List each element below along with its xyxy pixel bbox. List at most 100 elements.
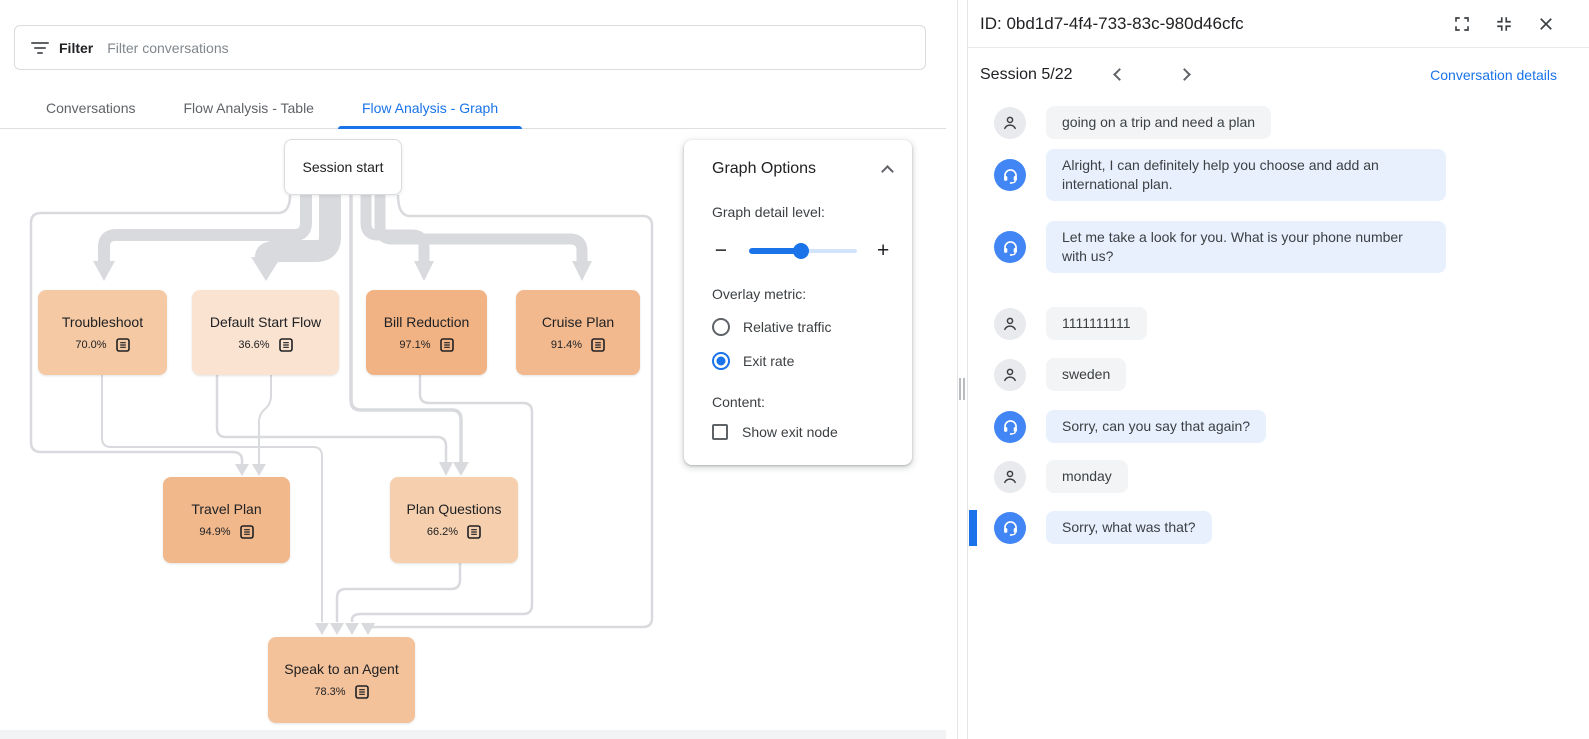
session-navigation: Session 5/22 Conversation details xyxy=(968,48,1589,101)
session-counter: Session 5/22 xyxy=(980,65,1073,83)
list-icon[interactable] xyxy=(439,337,454,352)
conversation-details-link[interactable]: Conversation details xyxy=(1430,66,1557,83)
bottom-scroll-strip xyxy=(0,730,946,739)
graph-options-title: Graph Options xyxy=(712,160,817,177)
conversation-detail-panel: ID: 0bd1d7-4f4-733-83c-980d46cfc Session… xyxy=(968,0,1589,739)
flow-graph-canvas[interactable]: Session start Troubleshoot 70.0% Default… xyxy=(0,129,946,730)
node-exit-rate: 97.1% xyxy=(399,338,431,351)
list-icon[interactable] xyxy=(239,525,254,539)
node-label: Session start xyxy=(302,159,384,175)
show-exit-node-checkbox-row[interactable]: Show exit node xyxy=(712,424,892,440)
filter-conversations-input[interactable] xyxy=(107,39,909,56)
bot-headset-avatar xyxy=(994,410,1026,443)
node-exit-rate: 91.4% xyxy=(550,338,583,351)
overlay-metric-label: Overlay metric: xyxy=(712,286,807,302)
node-exit-rate: 78.3% xyxy=(314,686,346,698)
radio-label: Relative traffic xyxy=(743,319,832,335)
node-exit-rate: 36.6% xyxy=(238,338,270,351)
conversation-header: ID: 0bd1d7-4f4-733-83c-980d46cfc xyxy=(968,0,1589,48)
list-icon[interactable] xyxy=(115,337,130,352)
flow-node-default-start-flow[interactable]: Default Start Flow 36.6% xyxy=(192,290,339,375)
radio-exit-rate[interactable]: Exit rate xyxy=(712,352,892,370)
node-label: Travel Plan xyxy=(191,501,262,517)
message-bubble[interactable]: 1111111111 xyxy=(1046,307,1147,340)
node-label: Cruise Plan xyxy=(541,313,615,330)
slider-minus-button[interactable]: − xyxy=(714,239,727,262)
message-row[interactable]: sweden xyxy=(994,358,1589,391)
list-icon[interactable] xyxy=(591,337,605,352)
radio-label: Exit rate xyxy=(743,353,795,369)
message-bubble[interactable]: Let me take a look for you. What is your… xyxy=(1046,221,1446,273)
message-row[interactable]: monday xyxy=(994,460,1589,493)
resizer-handle-icon[interactable] xyxy=(963,378,965,400)
node-label: Troubleshoot xyxy=(61,313,144,330)
graph-options-panel: Graph Options Graph detail level: − + Ov… xyxy=(684,140,912,465)
close-icon[interactable] xyxy=(1537,15,1555,33)
tab-flow-analysis-graph[interactable]: Flow Analysis - Graph xyxy=(337,88,523,129)
conversation-id-title: ID: 0bd1d7-4f4-733-83c-980d46cfc xyxy=(980,13,1244,33)
checkbox-icon[interactable] xyxy=(712,424,728,440)
panel-resizer[interactable] xyxy=(946,0,968,739)
user-avatar xyxy=(994,307,1026,340)
flow-node-troubleshoot[interactable]: Troubleshoot 70.0% xyxy=(38,290,167,375)
list-icon[interactable] xyxy=(278,337,293,352)
message-bubble[interactable]: going on a trip and need a plan xyxy=(1046,106,1272,139)
chevron-left-icon[interactable] xyxy=(1112,68,1126,81)
radio-selected-icon[interactable] xyxy=(712,352,730,370)
filter-bar[interactable]: Filter xyxy=(14,25,926,70)
user-avatar xyxy=(994,106,1026,139)
fullscreen-icon[interactable] xyxy=(1453,15,1471,33)
flow-edges xyxy=(29,194,654,635)
slider-plus-button[interactable]: + xyxy=(876,239,890,262)
flow-node-speak-to-an-agent[interactable]: Speak to an Agent 78.3% xyxy=(268,637,415,723)
flow-node-cruise-plan[interactable]: Cruise Plan 91.4% xyxy=(516,290,640,375)
collapse-chevron-up-icon[interactable] xyxy=(881,165,894,178)
slider-thumb[interactable] xyxy=(792,243,809,259)
graph-detail-level-label: Graph detail level: xyxy=(712,204,825,220)
flow-analysis-panel: Filter Conversations Flow Analysis - Tab… xyxy=(0,0,946,739)
filter-icon xyxy=(31,41,49,54)
checkbox-label: Show exit node xyxy=(742,424,838,440)
node-label: Speak to an Agent xyxy=(284,661,399,677)
message-row[interactable]: Let me take a look for you. What is your… xyxy=(994,221,1589,273)
user-avatar xyxy=(994,460,1026,493)
message-bubble[interactable]: Sorry, can you say that again? xyxy=(1046,410,1267,443)
list-icon[interactable] xyxy=(467,525,481,539)
flow-node-session-start[interactable]: Session start xyxy=(284,139,402,195)
message-row[interactable]: 1111111111 xyxy=(994,307,1589,340)
filter-label: Filter xyxy=(59,39,94,56)
message-row[interactable]: going on a trip and need a plan xyxy=(994,106,1589,139)
radio-relative-traffic[interactable]: Relative traffic xyxy=(712,318,892,336)
tab-conversations[interactable]: Conversations xyxy=(46,100,136,116)
bot-headset-avatar xyxy=(994,159,1026,191)
user-avatar xyxy=(994,358,1026,391)
flow-node-plan-questions[interactable]: Plan Questions 66.2% xyxy=(390,477,518,563)
node-exit-rate: 94.9% xyxy=(199,526,231,538)
message-row[interactable]: Sorry, can you say that again? xyxy=(994,410,1589,443)
node-exit-rate: 70.0% xyxy=(75,338,107,351)
slider-fill xyxy=(748,248,801,254)
tab-flow-analysis-table[interactable]: Flow Analysis - Table xyxy=(183,100,314,116)
tab-bar: Conversations Flow Analysis - Table Flow… xyxy=(0,88,946,129)
node-exit-rate: 66.2% xyxy=(426,526,459,538)
content-label: Content: xyxy=(712,394,765,410)
message-row-selected[interactable]: Sorry, what was that? xyxy=(969,510,1589,546)
node-label: Plan Questions xyxy=(406,501,502,517)
bot-headset-avatar xyxy=(994,511,1026,544)
chevron-right-icon[interactable] xyxy=(1177,68,1191,81)
message-bubble[interactable]: Alright, I can definitely help you choos… xyxy=(1046,149,1446,201)
message-bubble[interactable]: sweden xyxy=(1046,358,1127,391)
message-row[interactable]: Alright, I can definitely help you choos… xyxy=(994,149,1589,201)
fullscreen-exit-icon[interactable] xyxy=(1495,15,1513,33)
slider-track[interactable] xyxy=(748,243,858,259)
list-icon[interactable] xyxy=(354,685,369,699)
resizer-handle-icon[interactable] xyxy=(959,378,961,400)
node-label: Default Start Flow xyxy=(209,313,322,330)
flow-node-bill-reduction[interactable]: Bill Reduction 97.1% xyxy=(366,290,487,375)
radio-circle-icon[interactable] xyxy=(712,318,730,336)
flow-node-travel-plan[interactable]: Travel Plan 94.9% xyxy=(163,477,290,563)
bot-headset-avatar xyxy=(994,231,1026,263)
message-bubble[interactable]: monday xyxy=(1046,460,1128,493)
message-bubble[interactable]: Sorry, what was that? xyxy=(1046,511,1212,544)
graph-detail-slider: − + xyxy=(712,240,892,262)
